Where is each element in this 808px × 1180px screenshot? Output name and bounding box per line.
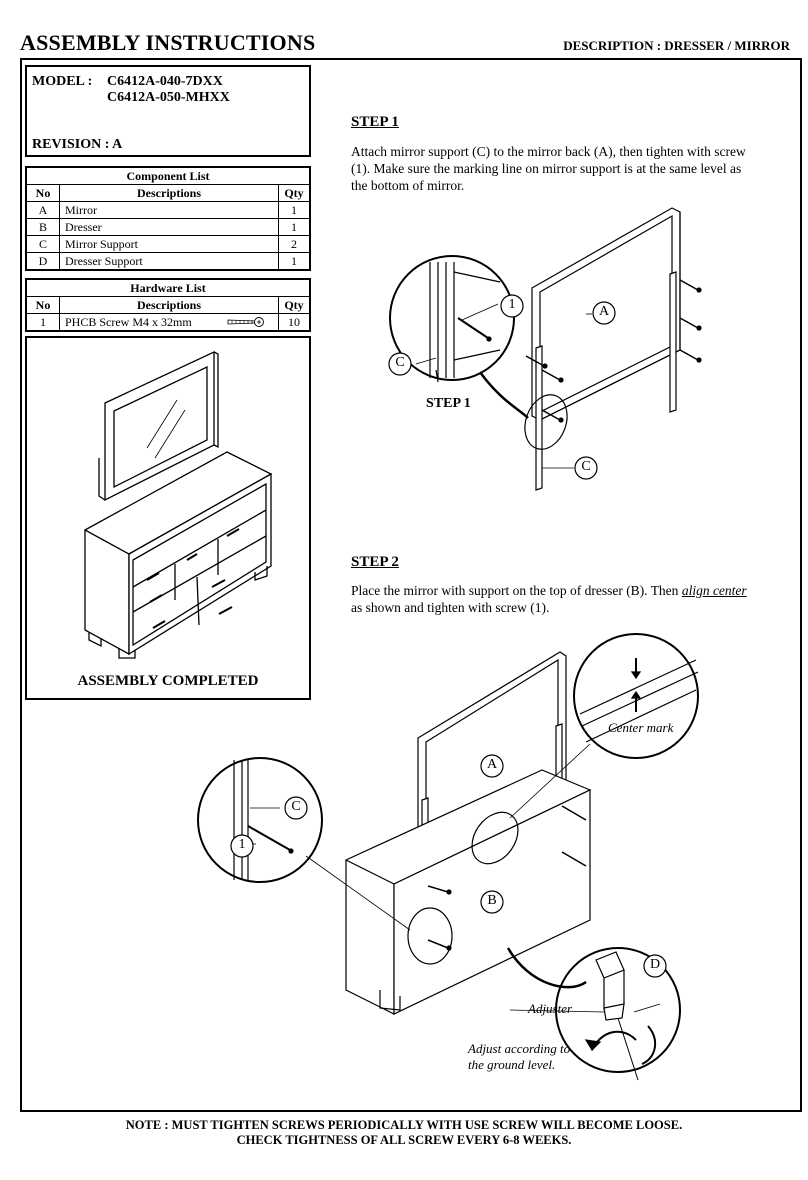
- step2-text-emphasis: align center: [681, 583, 747, 598]
- table-row: C Mirror Support 2: [25, 235, 311, 253]
- row-desc: PHCB Screw M4 x 32mm: [59, 313, 279, 332]
- callout-1: 1: [238, 837, 246, 852]
- row-qty: 1: [278, 218, 311, 236]
- adjust-note: Adjust according to: [468, 1041, 571, 1056]
- column-header: No: [25, 184, 60, 202]
- step2-diagram: [197, 633, 699, 1081]
- row-desc: Mirror: [59, 201, 279, 219]
- callout-a: A: [598, 304, 610, 319]
- column-header: Descriptions: [59, 296, 279, 314]
- assembly-completed-box: [25, 336, 311, 700]
- column-header: Descriptions: [59, 184, 279, 202]
- hardware-list-caption: Hardware List: [25, 278, 311, 297]
- row-no: 1: [25, 313, 60, 332]
- maintenance-note: NOTE : MUST TIGHTEN SCREWS PERIODICALLY …: [0, 1118, 808, 1148]
- component-list-table: Component List No Descriptions Qty A Mir…: [25, 166, 311, 271]
- row-no: A: [25, 201, 60, 219]
- row-no: D: [25, 252, 60, 271]
- step1-heading: STEP 1: [351, 114, 399, 130]
- row-qty: 1: [278, 201, 311, 219]
- row-qty: 10: [278, 313, 311, 332]
- assembly-completed-label: ASSEMBLY COMPLETED: [77, 673, 259, 689]
- model-box: [25, 65, 311, 157]
- model-number: C6412A-040-7DXX: [107, 74, 223, 89]
- column-header: No: [25, 296, 60, 314]
- callout-1: 1: [508, 297, 516, 312]
- row-no: B: [25, 218, 60, 236]
- row-no: C: [25, 235, 60, 253]
- product-description: DESCRIPTION : DRESSER / MIRROR: [563, 38, 790, 53]
- hardware-list-table: Hardware List No Descriptions Qty 1 PHCB…: [25, 278, 311, 332]
- callout-c: C: [395, 355, 405, 370]
- row-qty: 1: [278, 252, 311, 271]
- page-title: ASSEMBLY INSTRUCTIONS: [20, 30, 316, 55]
- step1-diagram: [388, 207, 702, 491]
- step1-diagram-caption: STEP 1: [426, 396, 471, 411]
- table-row: D Dresser Support 1: [25, 252, 311, 271]
- row-qty: 2: [278, 235, 311, 253]
- component-list-caption: Component List: [25, 166, 311, 185]
- center-mark-label: Center mark: [608, 720, 674, 735]
- table-row: 1 PHCB Screw M4 x 32mm 10: [25, 313, 311, 332]
- screw-icon: [227, 317, 264, 327]
- callout-a: A: [486, 757, 498, 772]
- revision-label: REVISION : A: [32, 137, 123, 152]
- column-header: Qty: [278, 296, 311, 314]
- callout-c: C: [581, 459, 591, 474]
- column-header: Qty: [278, 184, 311, 202]
- row-desc: Dresser: [59, 218, 279, 236]
- row-desc-text: PHCB Screw M4 x 32mm: [65, 314, 192, 329]
- step2-instructions: Place the mirror with support on the top…: [351, 582, 761, 616]
- step2-text-before: Place the mirror with support on the top…: [351, 583, 682, 598]
- model-number: C6412A-050-MHXX: [107, 90, 230, 105]
- table-row: A Mirror 1: [25, 201, 311, 219]
- note-line: NOTE : MUST TIGHTEN SCREWS PERIODICALLY …: [125, 1118, 683, 1132]
- step2-text-after: as shown and tighten with screw (1).: [351, 600, 550, 615]
- table-row: B Dresser 1: [25, 218, 311, 236]
- adjuster-label: Adjuster: [528, 1001, 573, 1016]
- callout-c: C: [291, 799, 301, 814]
- row-desc: Mirror Support: [59, 235, 279, 253]
- model-label: MODEL :: [32, 74, 93, 89]
- note-line: CHECK TIGHTNESS OF ALL SCREW EVERY 6-8 W…: [236, 1133, 572, 1147]
- step2-heading: STEP 2: [351, 554, 399, 570]
- step1-instructions: Attach mirror support (C) to the mirror …: [351, 144, 746, 193]
- assembled-dresser-illustration: [83, 350, 273, 659]
- row-desc: Dresser Support: [59, 252, 279, 271]
- page-frame: [20, 58, 802, 1112]
- callout-d: D: [649, 957, 661, 972]
- adjust-note: the ground level.: [468, 1057, 556, 1072]
- callout-b: B: [487, 893, 497, 908]
